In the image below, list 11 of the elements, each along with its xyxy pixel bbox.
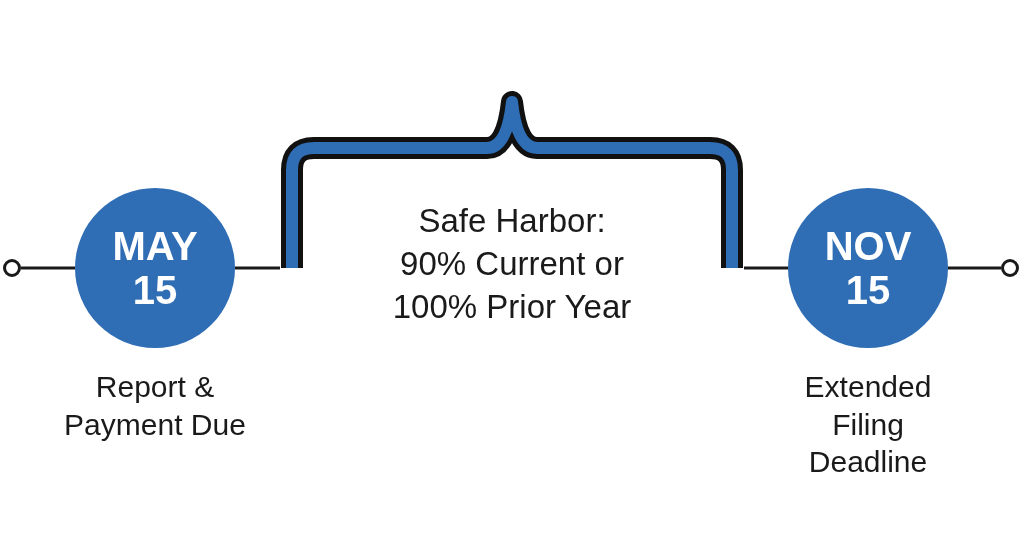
note-text: Safe Harbor: 90% Current or 100% Prior Year: [391, 201, 633, 327]
date-label: MAY 15: [111, 224, 199, 312]
connector-line: [744, 266, 788, 270]
milestone-caption: Extended Filing Deadline: [803, 369, 933, 480]
endpoint-circle: [1001, 259, 1019, 277]
connector-line: [21, 266, 75, 270]
connector-line: [948, 266, 1001, 270]
date-label: NOV 15: [823, 224, 913, 312]
connector-line: [235, 266, 280, 270]
milestone-caption: Report & Payment Due: [63, 369, 247, 443]
endpoint-circle: [3, 259, 21, 277]
